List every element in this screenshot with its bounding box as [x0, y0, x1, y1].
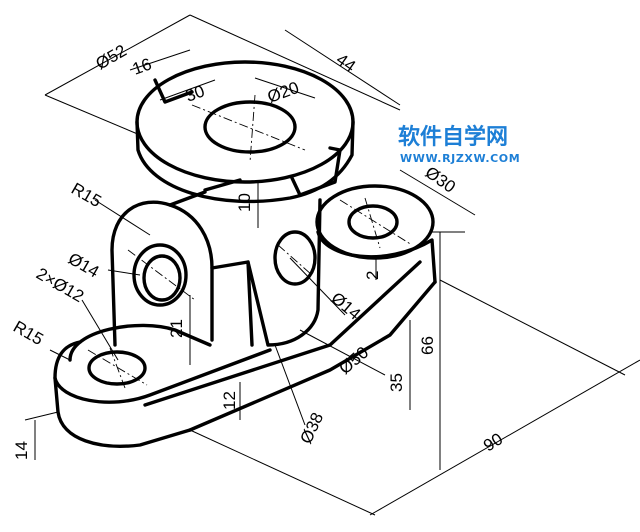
centerline-boss-2: [364, 197, 381, 249]
dim-line-d30: [399, 169, 476, 216]
dim-d14: Ø14: [65, 249, 102, 282]
dim-r15-base: R15: [10, 317, 47, 349]
watermark: 软件自学网 WWW.RJZXW.COM: [398, 124, 520, 165]
dim-line-44: [284, 29, 401, 106]
ext-90-right: [439, 279, 626, 376]
leader-r15-upper: [94, 199, 151, 236]
dim-12: 12: [220, 391, 239, 410]
dim-line-d50: [299, 329, 386, 376]
top-flange-side: [135, 120, 355, 204]
leader-2xd12: [81, 299, 119, 361]
right-boss-hole: [347, 204, 399, 240]
base-right-edge: [188, 280, 437, 432]
leader-r15-base: [49, 349, 71, 361]
upright-hole-inner: [142, 254, 182, 302]
dim-line-d20: [254, 77, 316, 99]
leader-d14: [107, 269, 141, 276]
dim-r15-upper: R15: [68, 179, 105, 211]
dim-35: 35: [387, 373, 406, 392]
centerline-top-2: [249, 94, 256, 163]
centerline-upright: [127, 249, 196, 301]
dim-d20: Ø20: [265, 78, 302, 107]
base-left-front: [53, 340, 192, 448]
centerline-side-hole: [277, 244, 313, 276]
centerline-base-2: [109, 347, 126, 389]
ext-d52-left: [44, 94, 141, 136]
base-rib-diagonal: [143, 260, 422, 407]
right-boss-side: [316, 230, 437, 284]
centerline-boss-1: [339, 199, 413, 246]
dim-21: 21: [167, 319, 186, 338]
watermark-url: WWW.RJZXW.COM: [400, 152, 520, 165]
dim-d30: Ø30: [422, 163, 459, 197]
center-lines: [87, 94, 413, 389]
base-left-boss: [68, 323, 212, 362]
flange-slot: [153, 78, 342, 197]
dim-14: 14: [12, 441, 31, 460]
dim-44: 44: [333, 50, 359, 76]
dim-line-90: [369, 359, 640, 516]
part-outline: [53, 60, 437, 448]
cylinder-side-hole: [273, 230, 317, 286]
ext-d52: [189, 14, 401, 111]
dim-30: 30: [183, 81, 207, 105]
ext-90-left: [189, 429, 376, 516]
top-hole: [203, 100, 297, 154]
upright-block: [110, 200, 214, 347]
upright-hole: [132, 243, 188, 307]
dim-10: 10: [235, 193, 254, 212]
base-hole-left: [87, 350, 147, 386]
dim-90: 90: [480, 429, 506, 455]
centerline-top-1: [191, 104, 306, 151]
dim-2: 2: [363, 271, 382, 280]
dim-16: 16: [130, 54, 154, 78]
leader-d38: [274, 344, 306, 426]
dim-line-30: [159, 79, 216, 101]
base-top-edge: [53, 348, 272, 404]
dim-66: 66: [418, 336, 437, 355]
cylinder-body: [203, 178, 322, 347]
dimension-lines: [24, 14, 640, 516]
ext-14-top: [24, 411, 59, 421]
top-flange-top: [135, 60, 355, 184]
dim-line-d52: [44, 14, 191, 96]
leader-d14-side: [289, 257, 346, 316]
dim-d52: Ø52: [93, 41, 130, 74]
dim-line-16: [129, 49, 191, 71]
watermark-title: 软件自学网: [398, 124, 508, 150]
